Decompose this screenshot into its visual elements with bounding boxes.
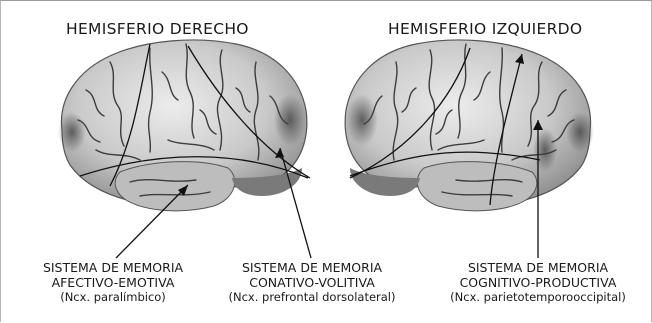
system-label-line2: COGNITIVO-PRODUCTIVA: [430, 275, 646, 290]
right-hemisphere-illustration: [58, 40, 307, 211]
right-hemisphere-title: HEMISFERIO DERECHO: [66, 20, 249, 38]
system-label-line1: SISTEMA DE MEMORIA: [212, 260, 412, 275]
system-label-line2: AFECTIVO-EMOTIVA: [8, 275, 218, 290]
system-label-line2: CONATIVO-VOLITIVA: [212, 275, 412, 290]
left-hemisphere-illustration: [345, 40, 594, 211]
system-label-conative: SISTEMA DE MEMORIA CONATIVO-VOLITIVA (Nc…: [212, 260, 412, 305]
system-label-line1: SISTEMA DE MEMORIA: [8, 260, 218, 275]
system-label-line1: SISTEMA DE MEMORIA: [430, 260, 646, 275]
left-hemisphere-title: HEMISFERIO IZQUIERDO: [388, 20, 582, 38]
system-label-line3: (Ncx. paralímbico): [8, 290, 218, 305]
system-label-affective: SISTEMA DE MEMORIA AFECTIVO-EMOTIVA (Ncx…: [8, 260, 218, 305]
system-label-line3: (Ncx. parietotemporooccipital): [430, 290, 646, 305]
system-label-cognitive: SISTEMA DE MEMORIA COGNITIVO-PRODUCTIVA …: [430, 260, 646, 305]
system-label-line3: (Ncx. prefrontal dorsolateral): [212, 290, 412, 305]
